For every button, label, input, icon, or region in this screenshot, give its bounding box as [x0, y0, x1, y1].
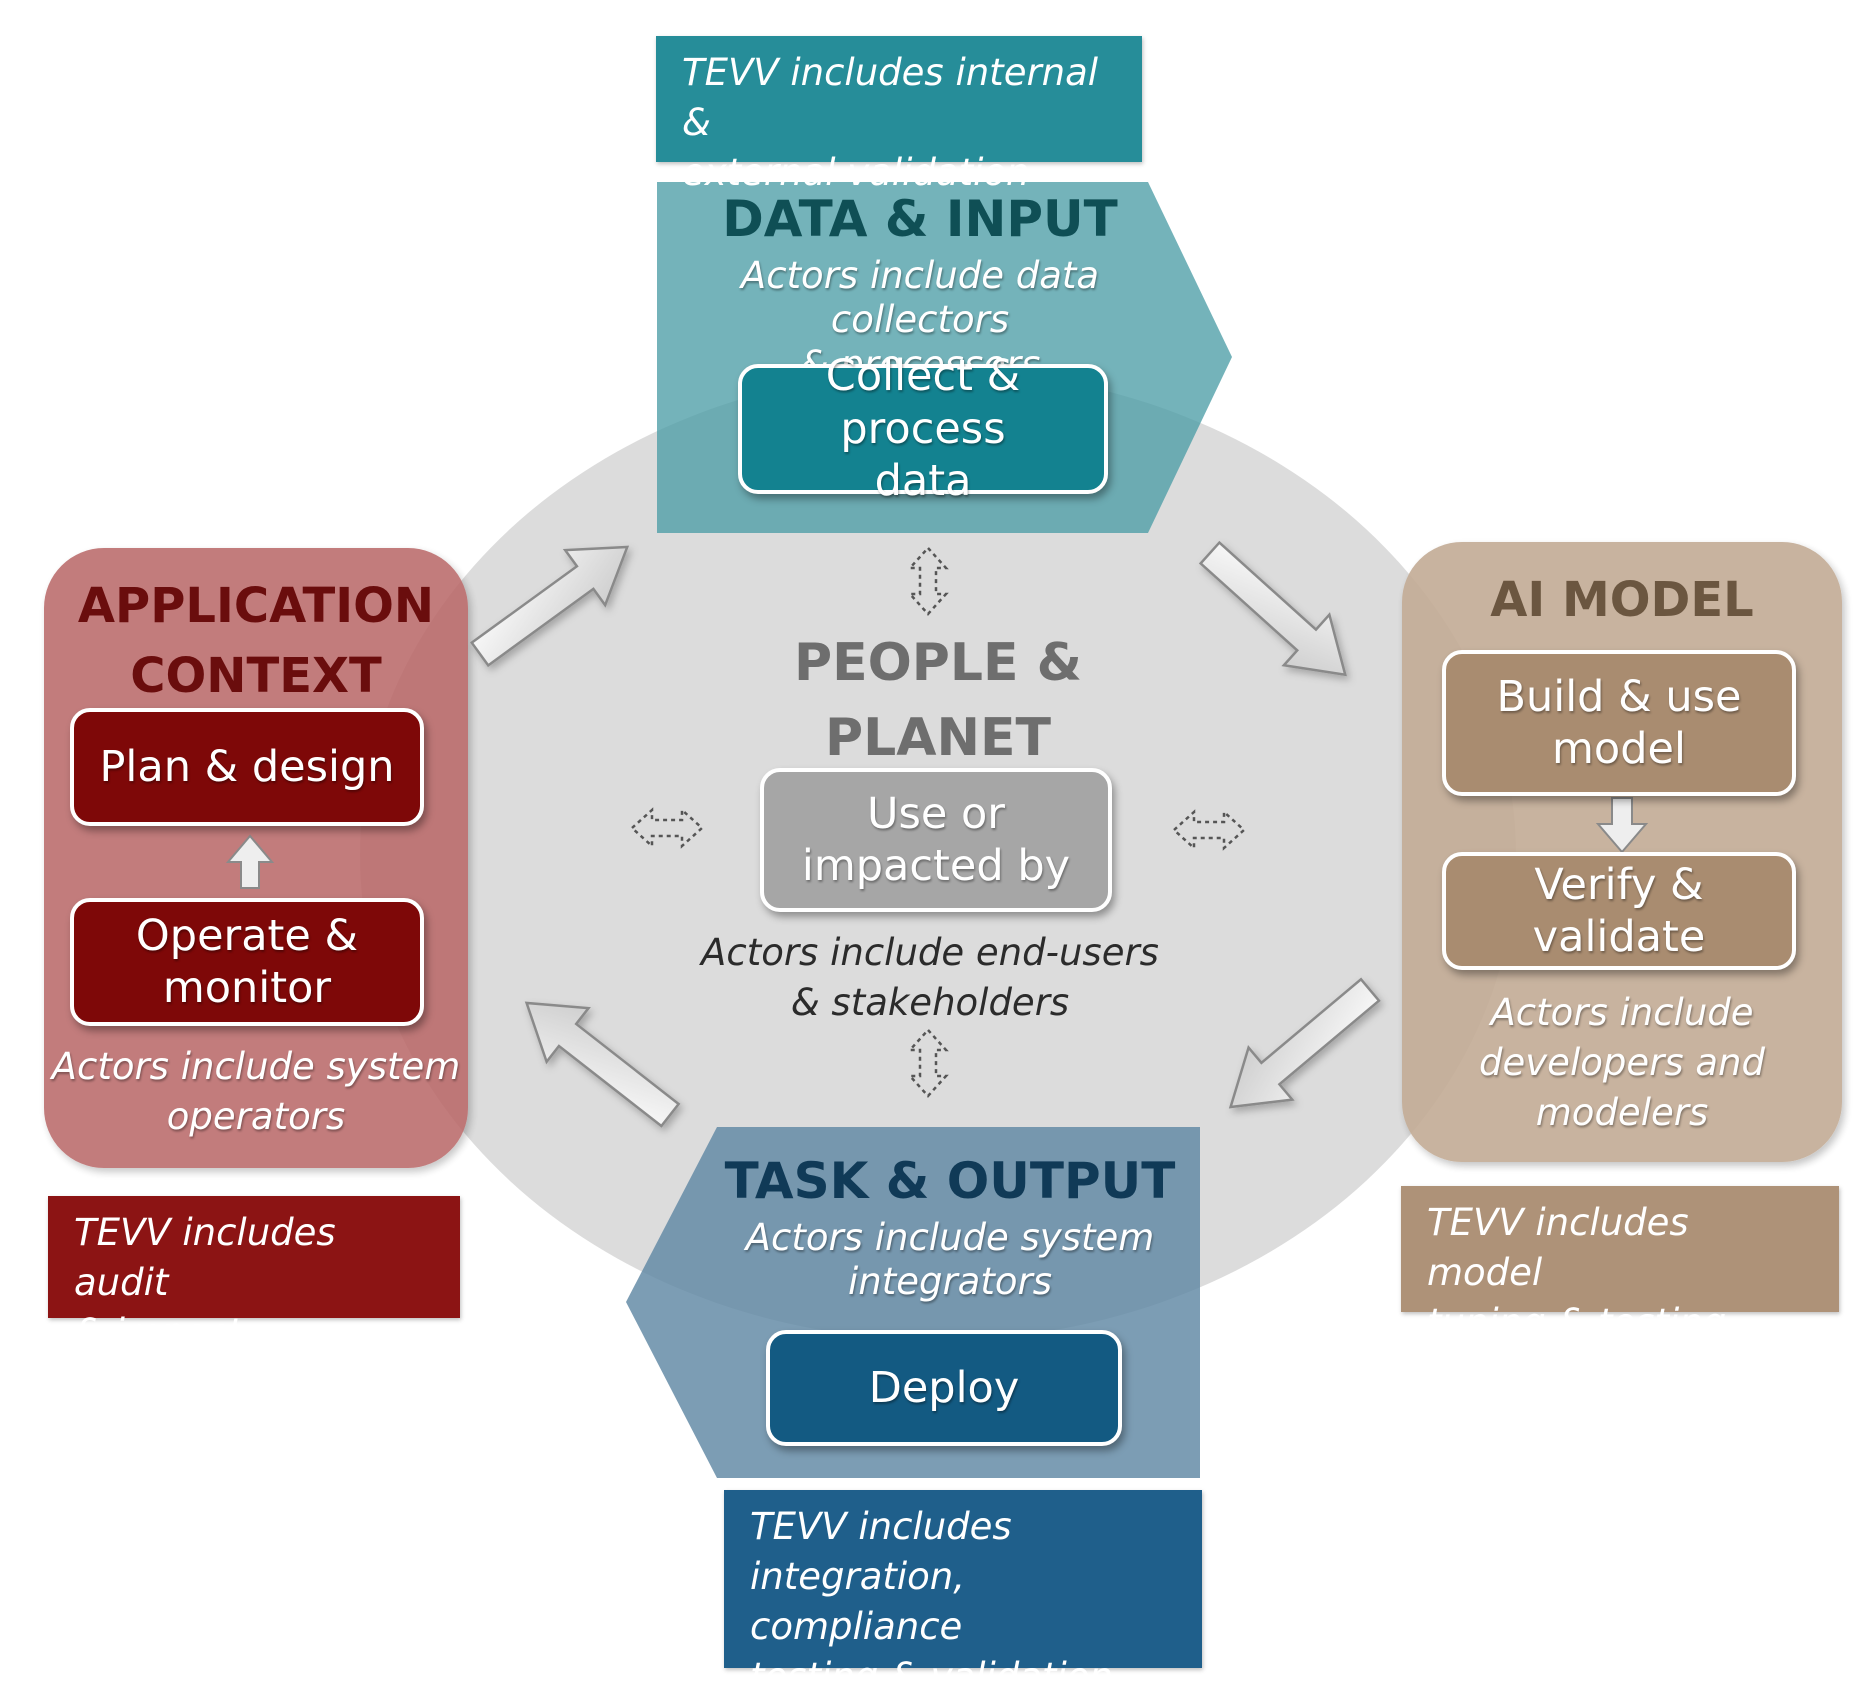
ai-model-tevv-note: TEVV includes model tuning & testing — [1401, 1186, 1839, 1344]
application-context-heading: APPLICATION CONTEXT — [77, 578, 435, 704]
block-arrow-icon — [524, 1001, 681, 1128]
data-input-heading: DATA & INPUT — [722, 190, 1118, 248]
people-planet-heading: PEOPLE & PLANET — [793, 633, 1083, 769]
people-planet-actors: Actors include end-users & stakeholders — [701, 931, 1159, 1024]
data-input-actors: Actors include data collectors & process… — [740, 254, 1100, 386]
application-context-actors: Actors include system operators — [51, 1045, 461, 1138]
block-arrow-icon — [1198, 540, 1347, 677]
build-use-model-box: Build & use model — [1442, 650, 1796, 796]
collect-process-data-box: Collect & process data — [738, 351, 1108, 506]
dotted-double-arrow-icon — [630, 546, 1246, 1098]
application-context-tevv-note: TEVV includes audit & impact assessment — [48, 1196, 460, 1404]
task-output-actors: Actors include system integrators — [745, 1216, 1155, 1304]
task-output-tevv-note: TEVV includes integration, compliance te… — [724, 1490, 1202, 1696]
verify-validate-box: Verify & validate — [1442, 852, 1796, 970]
arrow-down-icon — [1595, 797, 1649, 854]
use-or-impacted-box: Use or impacted by — [760, 768, 1112, 912]
plan-design-box: Plan & design — [70, 708, 424, 826]
block-arrow-icon — [470, 545, 630, 668]
ai-model-actors: Actors include developers and modelers — [1479, 991, 1765, 1134]
deploy-box: Deploy — [766, 1330, 1122, 1446]
ai-model-heading: AI MODEL — [1490, 572, 1754, 628]
operate-monitor-box: Operate & monitor — [70, 898, 424, 1026]
block-arrow-icon — [1228, 977, 1381, 1109]
task-output-heading: TASK & OUTPUT — [724, 1152, 1176, 1210]
data-input-tevv-note: TEVV includes internal & external valida… — [656, 36, 1142, 194]
arrow-up-icon — [225, 834, 275, 889]
